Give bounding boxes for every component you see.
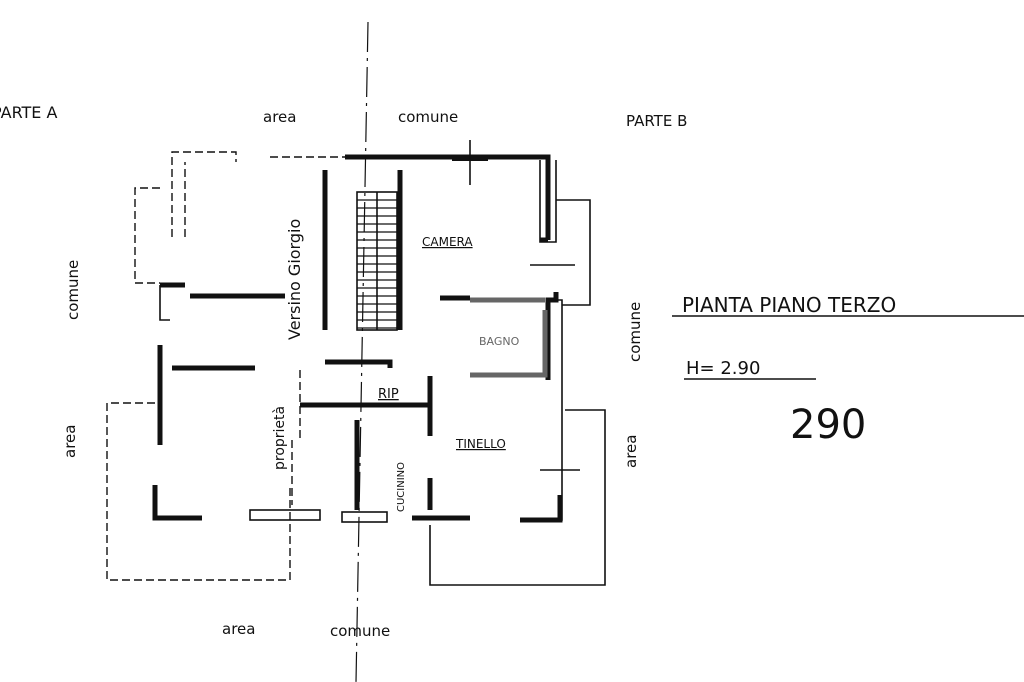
right-area-label: area bbox=[622, 435, 640, 468]
bottom-comune-label: comune bbox=[330, 622, 390, 640]
walls bbox=[152, 154, 563, 523]
room-tinello: TINELLO bbox=[455, 437, 506, 451]
proprieta-label: proprietà bbox=[272, 406, 288, 470]
height-handwritten: 290 bbox=[790, 402, 866, 448]
dashed-outlines bbox=[106, 151, 345, 581]
drawing-title: PIANTA PIANO TERZO bbox=[682, 293, 896, 317]
bottom-area-label: area bbox=[222, 620, 255, 638]
room-rip: RIP bbox=[378, 387, 399, 402]
top-area-label: area bbox=[263, 108, 296, 126]
owner-label: Versino Giorgio bbox=[285, 219, 304, 340]
top-comune-label: comune bbox=[398, 108, 458, 126]
parte-b-label: PARTE B bbox=[626, 112, 687, 130]
parte-a-label: PARTE A bbox=[0, 103, 57, 122]
room-cucinino: CUCININO bbox=[396, 462, 407, 512]
balconies bbox=[429, 140, 606, 586]
room-bagno: BAGNO bbox=[479, 335, 520, 348]
right-comune-label: comune bbox=[626, 302, 644, 362]
left-area-label: area bbox=[61, 425, 79, 458]
left-comune-label: comune bbox=[64, 260, 82, 320]
height-label: H= 2.90 bbox=[686, 358, 760, 379]
staircase bbox=[356, 191, 398, 331]
room-camera: CAMERA bbox=[422, 235, 473, 249]
center-axis bbox=[355, 21, 369, 682]
